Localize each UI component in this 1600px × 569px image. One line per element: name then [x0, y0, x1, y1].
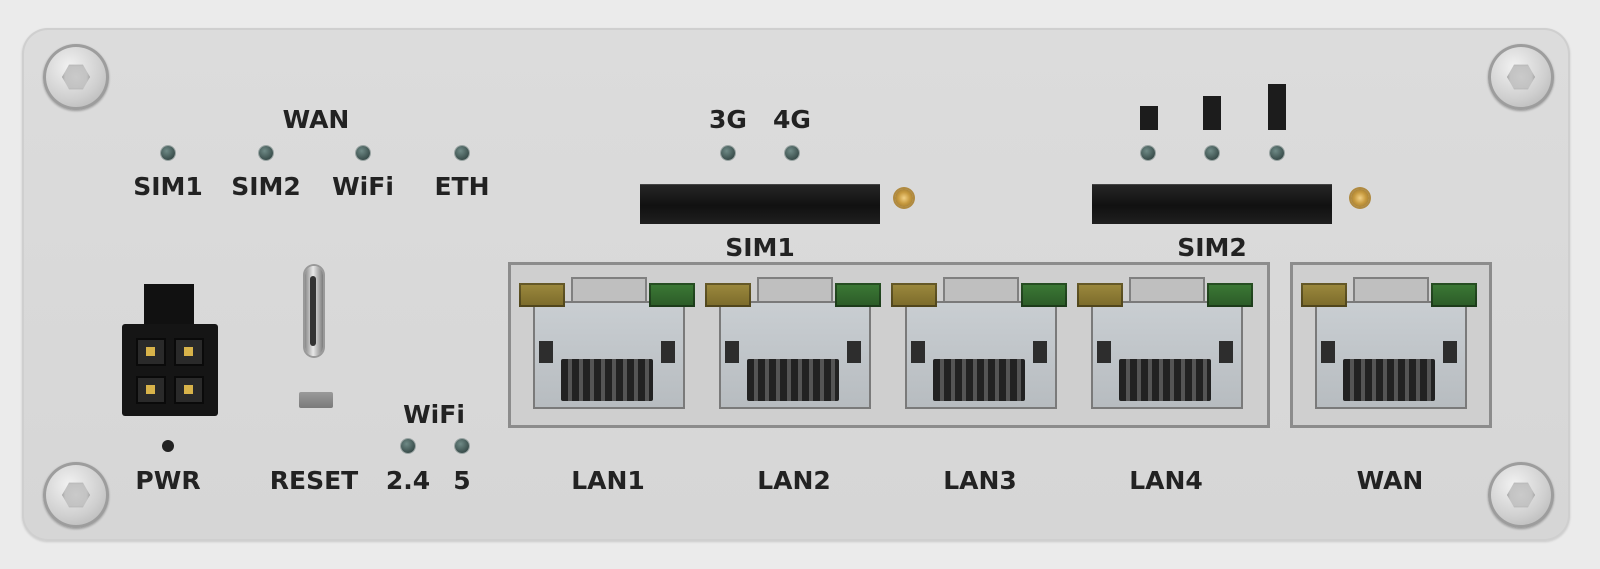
port-link-led — [649, 283, 695, 307]
lan-port-block — [508, 262, 1270, 428]
signal-bar-icon-3 — [1268, 84, 1286, 130]
signal-bar-icon-1 — [1140, 106, 1158, 130]
power-pin — [136, 338, 166, 366]
led-wifi-24 — [401, 439, 415, 453]
wifi-band-group-label: WiFi — [403, 400, 465, 429]
ethernet-port-lan2[interactable] — [705, 277, 881, 409]
sim1-slot-label: SIM1 — [725, 233, 795, 262]
led-4g — [785, 146, 799, 160]
led-signal-1 — [1141, 146, 1155, 160]
lan3-label: LAN3 — [943, 466, 1017, 495]
port-activity-led — [1077, 283, 1123, 307]
led-sim2 — [259, 146, 273, 160]
power-connector-latch — [144, 284, 194, 326]
wifi-led-label: WiFi — [332, 172, 394, 201]
screw-icon-top-left — [43, 44, 109, 110]
screw-icon-top-right — [1488, 44, 1554, 110]
led-sim1 — [161, 146, 175, 160]
antenna-connector-2 — [1351, 189, 1369, 207]
micro-usb-port[interactable] — [305, 266, 323, 356]
ethernet-port-lan1[interactable] — [519, 277, 695, 409]
sim2-slot[interactable] — [1092, 184, 1332, 224]
screw-icon-bottom-left — [43, 462, 109, 528]
port-activity-led — [705, 283, 751, 307]
wan-port-block — [1290, 262, 1492, 428]
led-wifi — [356, 146, 370, 160]
port-pins — [933, 359, 1025, 401]
port-pins — [561, 359, 653, 401]
power-connector[interactable] — [122, 284, 218, 416]
sim1-led-label: SIM1 — [133, 172, 203, 201]
reset-button[interactable] — [299, 392, 333, 408]
lan2-label: LAN2 — [757, 466, 831, 495]
wan-group-label: WAN — [282, 105, 350, 134]
screw-icon-bottom-right — [1488, 462, 1554, 528]
port-link-led — [1021, 283, 1067, 307]
port-pins — [747, 359, 839, 401]
led-signal-2 — [1205, 146, 1219, 160]
port-pins — [1343, 359, 1435, 401]
eth-led-label: ETH — [434, 172, 490, 201]
power-pin — [174, 376, 204, 404]
ethernet-port-lan4[interactable] — [1077, 277, 1253, 409]
power-pin — [136, 376, 166, 404]
pwr-led — [162, 440, 174, 452]
led-3g — [721, 146, 735, 160]
ethernet-port-wan[interactable] — [1301, 277, 1477, 409]
port-activity-led — [1301, 283, 1347, 307]
sim2-slot-label: SIM2 — [1177, 233, 1247, 262]
signal-bar-icon-2 — [1203, 96, 1221, 130]
port-activity-led — [519, 283, 565, 307]
reset-label: RESET — [269, 466, 359, 495]
net-3g-label: 3G — [709, 105, 747, 134]
net-4g-label: 4G — [773, 105, 811, 134]
wifi-5-label: 5 — [453, 466, 471, 495]
led-signal-3 — [1270, 146, 1284, 160]
lan1-label: LAN1 — [571, 466, 645, 495]
sim2-led-label: SIM2 — [231, 172, 301, 201]
port-link-led — [1431, 283, 1477, 307]
port-pins — [1119, 359, 1211, 401]
port-link-led — [1207, 283, 1253, 307]
pwr-label: PWR — [135, 466, 201, 495]
ethernet-port-lan3[interactable] — [891, 277, 1067, 409]
port-activity-led — [891, 283, 937, 307]
led-eth — [455, 146, 469, 160]
wan-port-label: WAN — [1356, 466, 1424, 495]
power-pin — [174, 338, 204, 366]
sim1-slot[interactable] — [640, 184, 880, 224]
lan4-label: LAN4 — [1129, 466, 1203, 495]
antenna-connector-1 — [895, 189, 913, 207]
led-wifi-5 — [455, 439, 469, 453]
wifi-24-label: 2.4 — [385, 466, 431, 495]
port-link-led — [835, 283, 881, 307]
